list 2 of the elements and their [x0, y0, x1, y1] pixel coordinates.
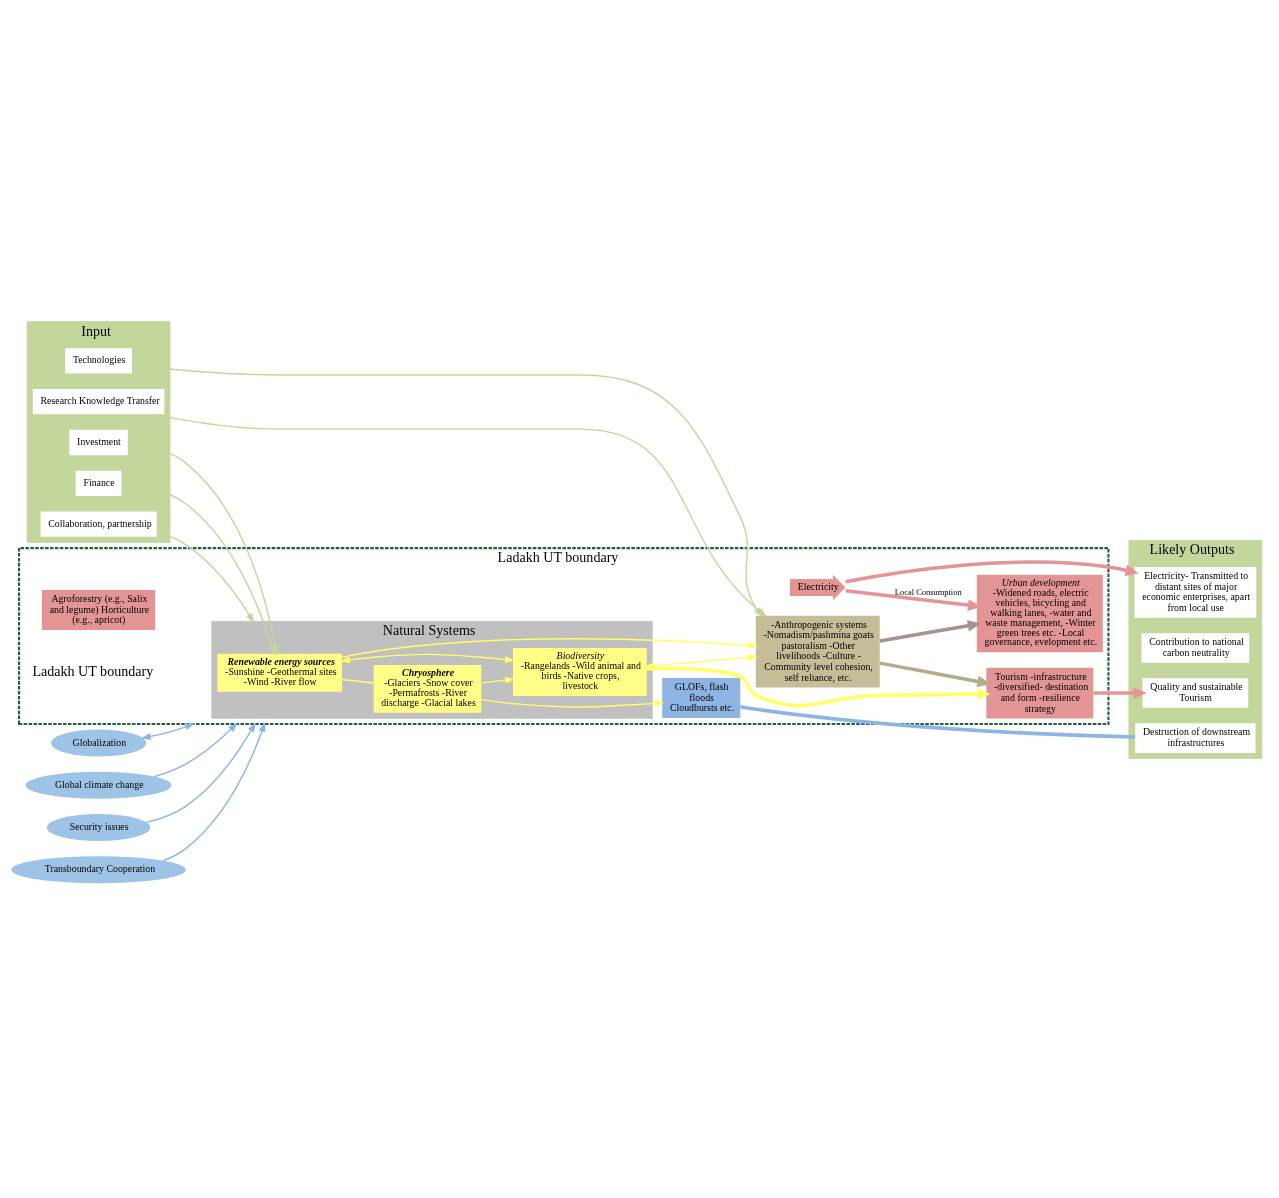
- edge-label: Local Consumption: [894, 586, 962, 597]
- node-label: Ladakh UT boundary: [32, 662, 154, 679]
